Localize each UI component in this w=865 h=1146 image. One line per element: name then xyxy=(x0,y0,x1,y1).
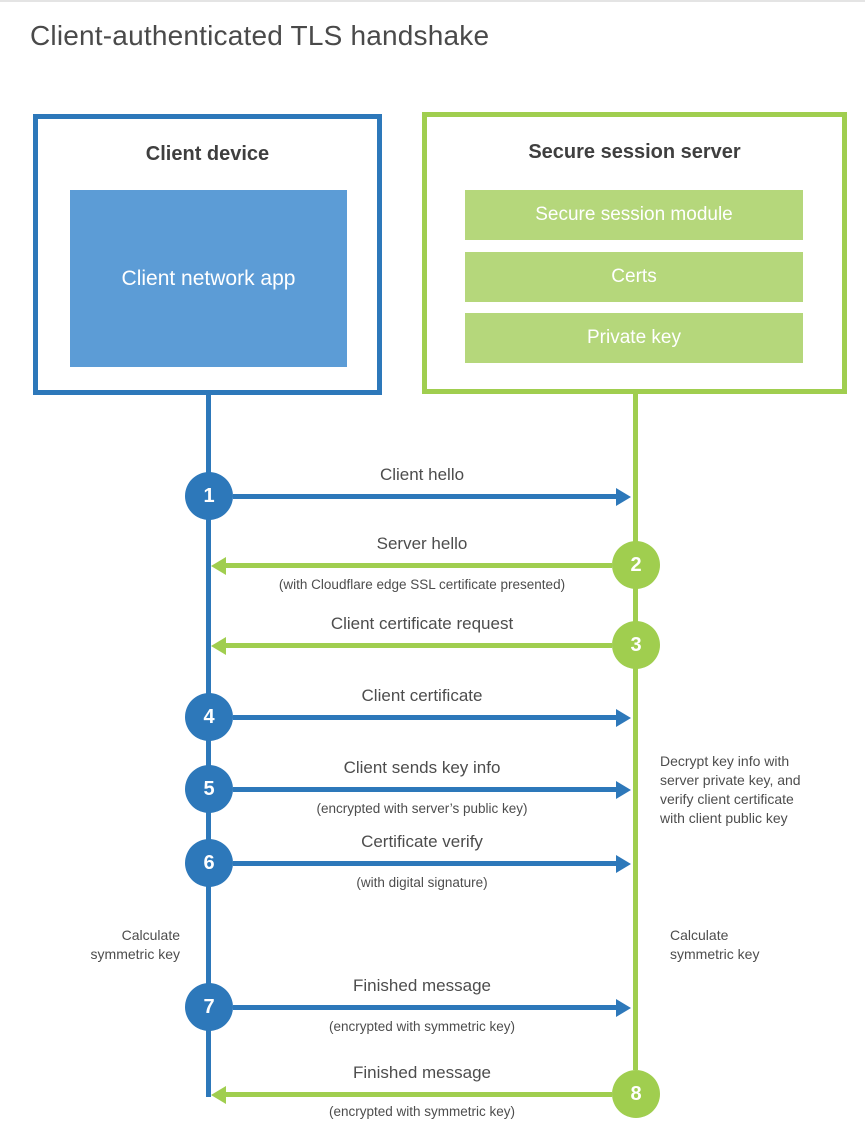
server-module-private-key: Private key xyxy=(465,313,803,363)
step-6-arrow-right-icon xyxy=(233,861,617,866)
server-module-certs: Certs xyxy=(465,252,803,302)
step-6-circle: 6 xyxy=(185,839,233,887)
step-1-arrow-right-icon xyxy=(233,494,617,499)
step-3-circle: 3 xyxy=(612,621,660,669)
client-network-app-box: Client network app xyxy=(70,190,347,367)
client-calculate-symmetric-key-note: Calculate symmetric key xyxy=(90,927,180,962)
step-2-arrow-left-icon xyxy=(225,563,612,568)
secure-session-server-box: Secure session server Secure session mod… xyxy=(422,112,847,394)
step-2-circle: 2 xyxy=(612,541,660,589)
server-lifeline xyxy=(633,392,638,1070)
step-6-label: Certificate verify xyxy=(361,832,483,851)
step-4-label: Client certificate xyxy=(361,686,483,705)
server-calculate-symmetric-key-note: Calculate symmetric key xyxy=(670,927,760,962)
client-device-box: Client device Client network app xyxy=(33,114,382,395)
step-7-arrow-right-icon xyxy=(233,1005,617,1010)
client-network-app-label: Client network app xyxy=(121,267,296,290)
step-2-label: Server hello xyxy=(376,534,468,553)
step-7-circle: 7 xyxy=(185,983,233,1031)
step-7-sublabel: (encrypted with symmetric key) xyxy=(328,1019,516,1034)
page-title: Client-authenticated TLS handshake xyxy=(30,20,490,51)
step-1-circle: 1 xyxy=(185,472,233,520)
step-1-label: Client hello xyxy=(379,465,465,484)
step-3-label: Client certificate request xyxy=(330,614,514,633)
step-2-sublabel: (with Cloudflare edge SSL certificate pr… xyxy=(278,577,566,592)
step-5-arrow-right-icon xyxy=(233,787,617,792)
client-device-title: Client device xyxy=(145,143,270,165)
step-5-label: Client sends key info xyxy=(343,758,501,777)
step-8-sublabel: (encrypted with symmetric key) xyxy=(328,1104,516,1119)
step-5-sublabel: (encrypted with server’s public key) xyxy=(316,801,528,816)
step-8-arrow-left-icon xyxy=(225,1092,612,1097)
step-8-circle: 8 xyxy=(612,1070,660,1118)
server-decrypt-note: Decrypt key info with server private key… xyxy=(660,753,801,826)
server-module-secure-session: Secure session module xyxy=(465,190,803,240)
step-8-label: Finished message xyxy=(353,1063,491,1082)
step-4-arrow-right-icon xyxy=(233,715,617,720)
step-4-circle: 4 xyxy=(185,693,233,741)
step-3-arrow-left-icon xyxy=(225,643,612,648)
step-6-sublabel: (with digital signature) xyxy=(356,875,488,890)
step-5-circle: 5 xyxy=(185,765,233,813)
client-lifeline xyxy=(206,393,211,1097)
secure-session-server-title: Secure session server xyxy=(528,141,741,163)
step-7-label: Finished message xyxy=(353,976,491,995)
